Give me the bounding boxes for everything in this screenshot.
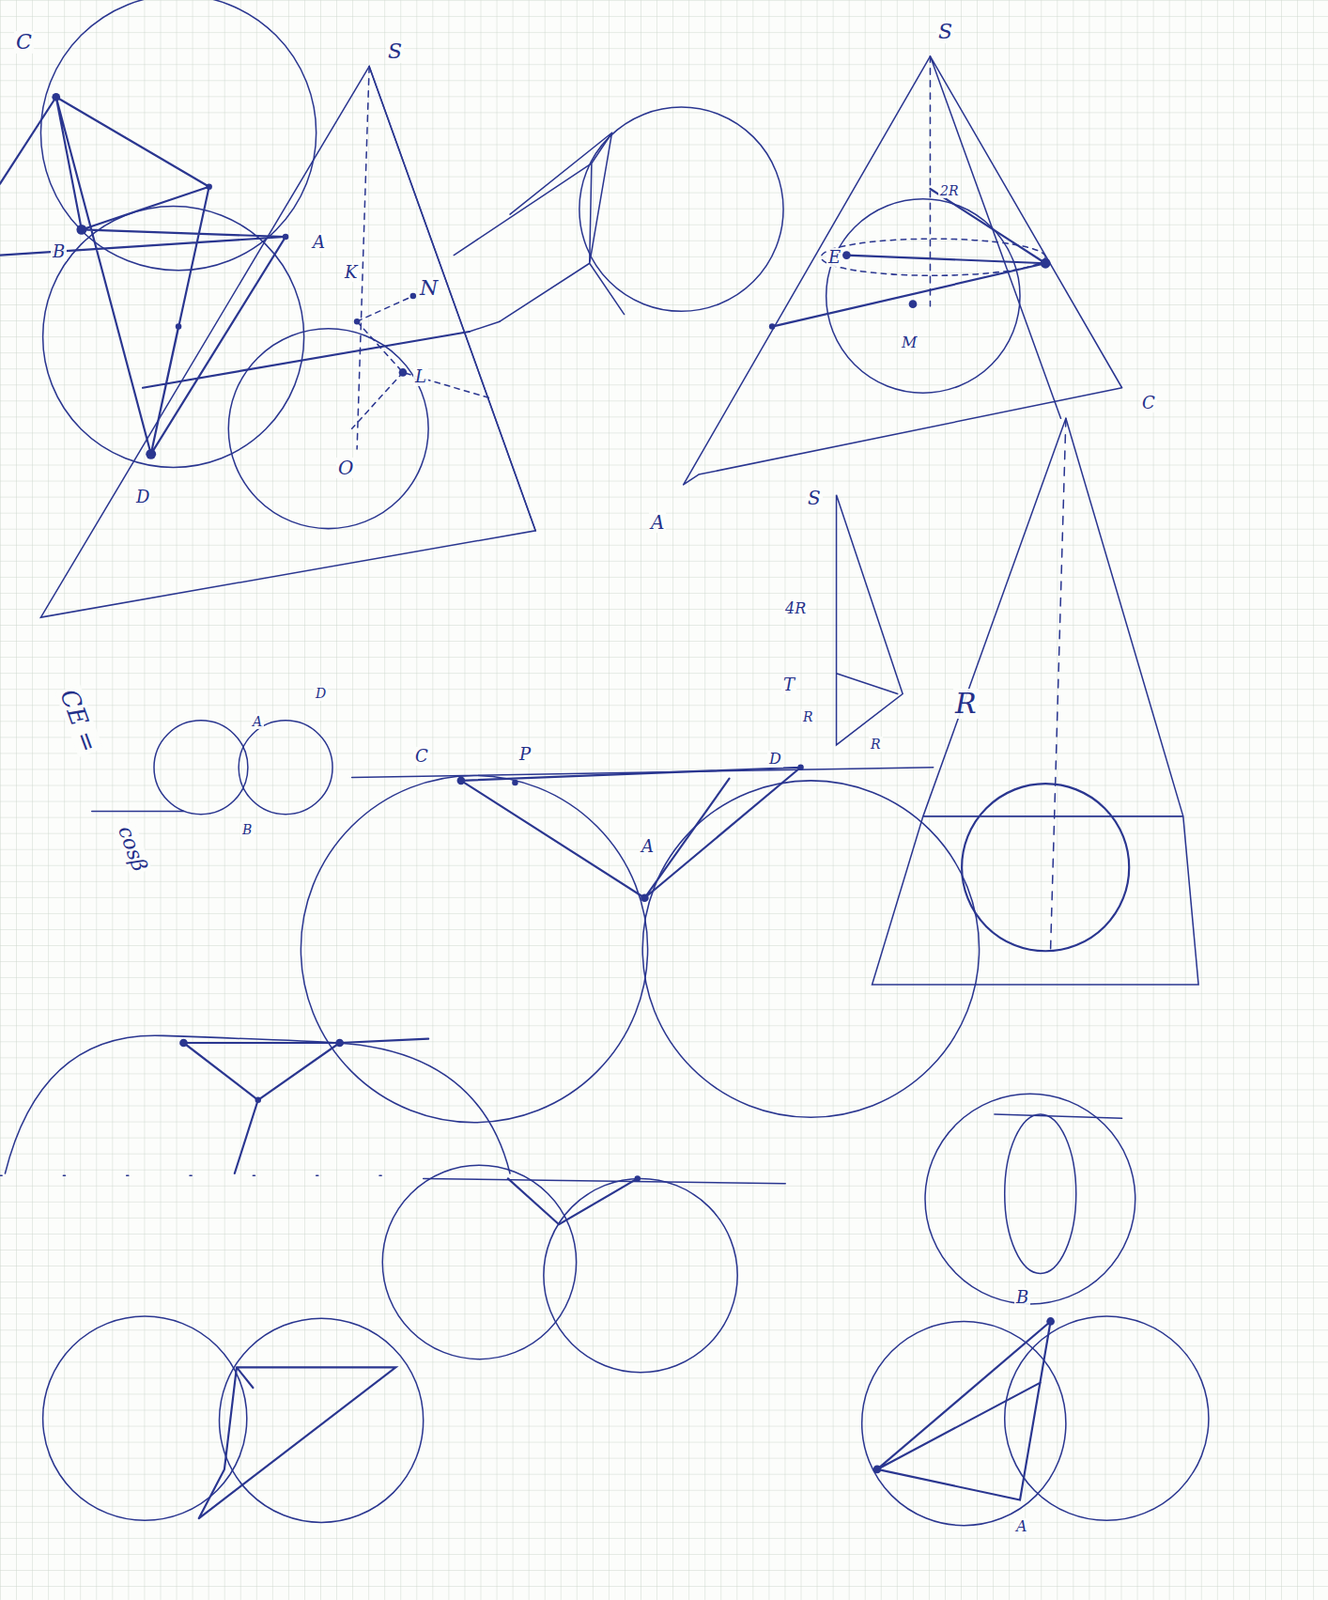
point-label: D bbox=[134, 487, 152, 507]
point-label: A bbox=[648, 511, 666, 533]
point-label: R bbox=[953, 688, 979, 719]
point-label: R bbox=[801, 709, 816, 725]
point-label: N bbox=[417, 277, 440, 300]
point-label: S bbox=[805, 487, 823, 509]
point-label: B bbox=[240, 821, 254, 837]
point-label: B bbox=[1014, 1287, 1031, 1307]
point-label: A bbox=[310, 232, 327, 252]
point-label: C bbox=[14, 30, 34, 54]
point-label: C bbox=[413, 746, 431, 766]
point-label: A bbox=[250, 713, 264, 729]
point-label: S bbox=[936, 20, 955, 44]
point-label: C bbox=[1140, 393, 1158, 413]
point-label: R bbox=[868, 736, 883, 752]
point-label: A bbox=[1014, 1517, 1030, 1535]
point-label: L bbox=[413, 367, 429, 387]
point-label: 4R bbox=[783, 600, 808, 618]
point-label: O bbox=[336, 457, 356, 479]
point-label: S bbox=[386, 40, 404, 63]
point-label: D bbox=[767, 750, 784, 768]
point-label: M bbox=[899, 334, 919, 352]
point-label: 2R bbox=[938, 183, 960, 199]
point-label: D bbox=[313, 685, 328, 701]
point-label: E bbox=[826, 247, 843, 267]
point-label: A bbox=[639, 836, 656, 856]
point-label: B bbox=[50, 242, 67, 262]
point-label: K bbox=[342, 262, 359, 282]
point-label: T bbox=[781, 675, 797, 695]
point-label: P bbox=[517, 744, 533, 764]
